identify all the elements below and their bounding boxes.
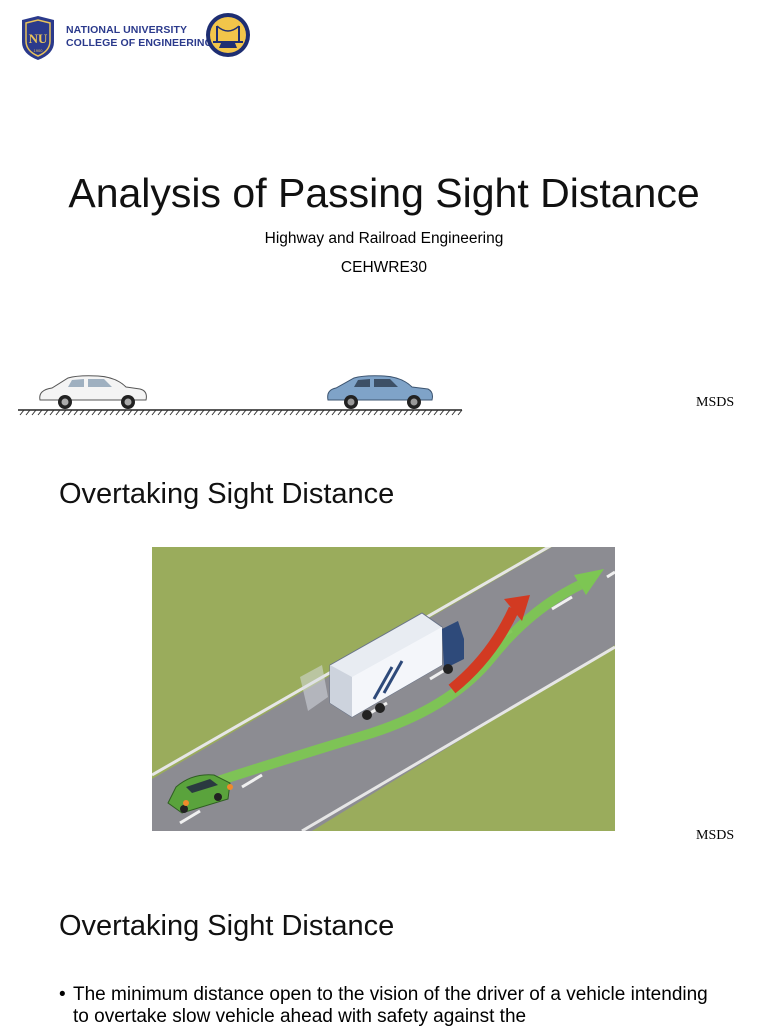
truck-icon (329, 612, 464, 720)
blue-car-icon (327, 375, 433, 409)
slide-footer: MSDS (696, 395, 735, 410)
university-name: NATIONAL UNIVERSITY COLLEGE OF ENGINEERI… (66, 24, 213, 50)
bullet-icon: • (59, 984, 66, 1005)
overtaking-illustration (151, 543, 616, 833)
course-code: CEHWRE30 (340, 259, 428, 276)
slide-subtitle: Highway and Railroad Engineering (264, 230, 504, 247)
svg-text:NU: NU (29, 31, 48, 46)
cars-road-illustration (18, 368, 464, 418)
slide-title: Analysis of Passing Sight Distance (68, 170, 700, 216)
university-logo: NU 1900 (20, 16, 56, 60)
bridge-seal-icon (206, 13, 250, 57)
slide-footer: MSDS (696, 828, 735, 843)
white-car-icon (39, 375, 147, 409)
bullet-text: The minimum distance open to the vision … (73, 984, 708, 1027)
section-title: Overtaking Sight Distance (59, 478, 395, 510)
green-car-icon (167, 774, 233, 814)
bullet-point: • The minimum distance open to the visio… (59, 984, 709, 1028)
university-name-line2: COLLEGE OF ENGINEERING (66, 37, 213, 49)
college-seal (205, 12, 251, 58)
shield-icon: NU 1900 (22, 16, 54, 60)
section-title: Overtaking Sight Distance (59, 910, 395, 942)
university-name-line1: NATIONAL UNIVERSITY (66, 24, 188, 36)
svg-text:1900: 1900 (34, 48, 44, 53)
